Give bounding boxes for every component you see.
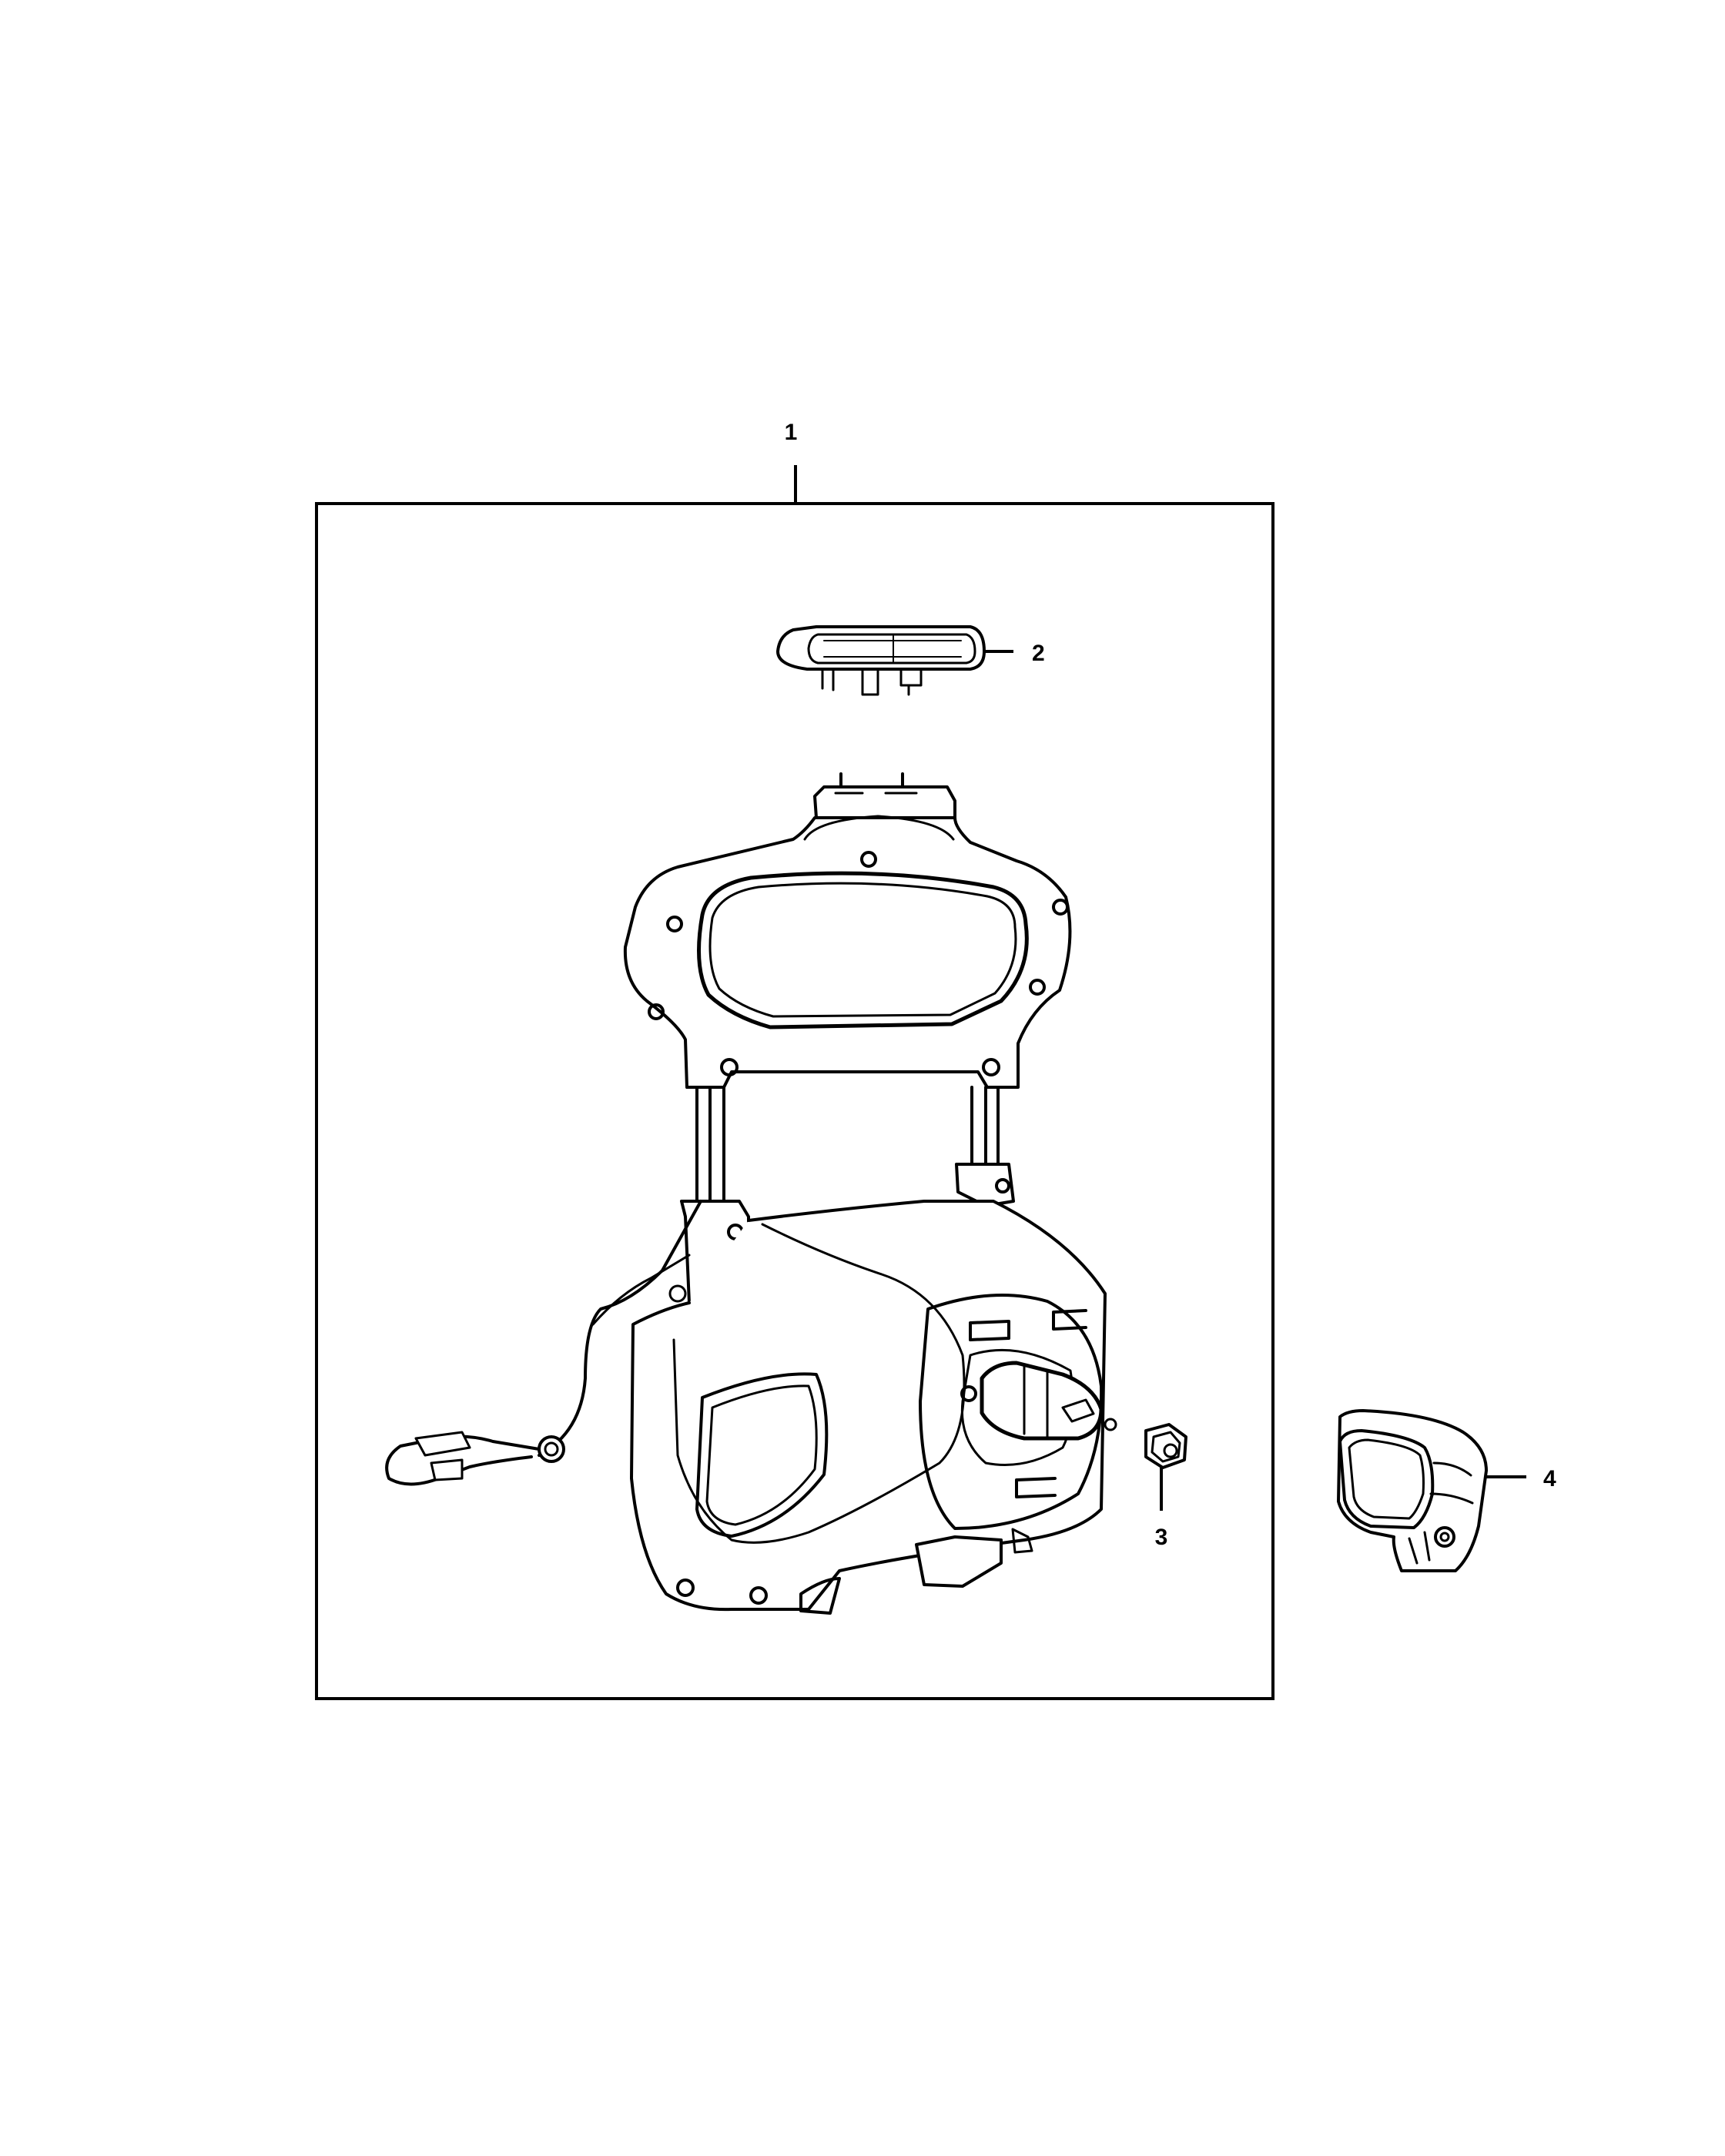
part-2-lamp-module — [776, 625, 986, 696]
callout-2-label: 2 — [1032, 641, 1045, 666]
part-1-housing-assembly — [385, 772, 1117, 1615]
part-3-clip — [1144, 1423, 1187, 1469]
callout-1-label: 1 — [785, 420, 798, 445]
callout-4-label: 4 — [1543, 1466, 1556, 1491]
part-4-side-cover — [1337, 1409, 1488, 1572]
callout-3-label: 3 — [1155, 1525, 1168, 1550]
